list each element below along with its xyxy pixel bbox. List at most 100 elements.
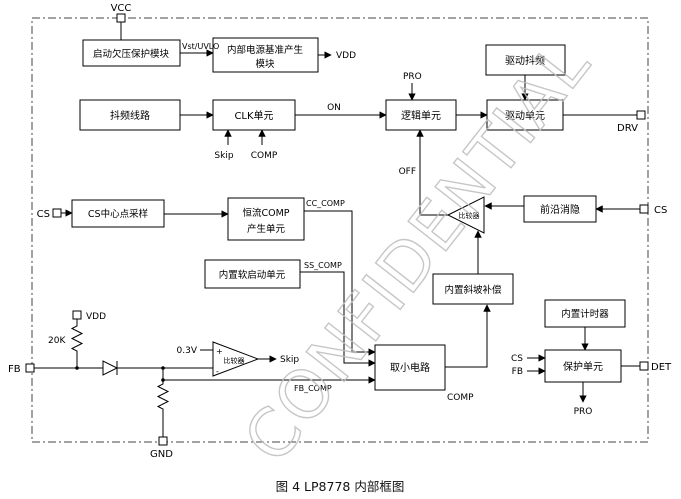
block-drive-box (486, 99, 564, 131)
plus-sign: + (216, 347, 223, 356)
block-leb-label: 前沿消隐 (540, 203, 580, 216)
block-drive-dither-label: 驱动抖频 (505, 54, 545, 67)
vdd-rail-label: VDD (86, 312, 106, 322)
on-label: ON (327, 103, 341, 113)
diode-triangle (102, 360, 119, 376)
r20k-label: 20K (48, 336, 66, 346)
junction-dot (75, 366, 79, 370)
fb-label: FB (8, 364, 21, 375)
wire-cc-comp (304, 210, 376, 356)
block-timer: 内置计时器 (544, 299, 626, 328)
block-cc-comp-gen-box (227, 197, 305, 241)
off-label: OFF (399, 167, 416, 177)
block-soft-start-label: 内置软启动单元 (219, 269, 286, 281)
resistor-20k (70, 319, 84, 368)
block-drive-dither: 驱动抖频 (485, 44, 566, 76)
skip-comparator-triangle (212, 341, 260, 377)
gnd-label: GND (150, 449, 173, 460)
block-cs-sample: CS中心点采样 (71, 199, 165, 228)
terminal-cs-right (639, 204, 649, 214)
block-soft-start: 内置软启动单元 (204, 259, 301, 289)
comp-node-label: COMP (447, 393, 474, 403)
vcc-label: VCC (111, 3, 132, 14)
block-drive-dither-box (485, 44, 566, 76)
block-logic-unit: 逻辑单元 (385, 99, 457, 131)
skip-ref-label: 0.3V (177, 346, 198, 356)
block-slope-box (432, 273, 514, 305)
wire-comp-to-slope (445, 304, 491, 368)
terminal-gnd (158, 436, 168, 446)
terminal-det (639, 361, 649, 371)
block-soft-start-box (204, 259, 301, 289)
block-clk-box (212, 99, 296, 131)
pwm-comparator-label: 比较器 (459, 211, 480, 220)
fb-in-label: FB (512, 367, 523, 377)
block-min-select-box (374, 344, 446, 391)
minus-sign: - (216, 367, 219, 376)
block-leading-edge-blanking: 前沿消隐 (523, 195, 597, 223)
skip-comparator: 比较器 + - (212, 341, 260, 377)
diode (102, 360, 119, 376)
block-protect-unit: 保护单元 (544, 349, 622, 383)
terminal-fb (25, 363, 35, 373)
block-cc-comp-gen-line2: 产生单元 (247, 223, 286, 235)
terminal-vcc (116, 13, 126, 23)
block-min-select: 取小电路 (374, 344, 446, 391)
terminal-cs-left (52, 208, 62, 218)
resistor-fb-divider (156, 368, 170, 437)
terminals (25, 13, 649, 446)
block-cc-comp-gen-line1: 恒流COMP (242, 207, 289, 219)
block-drive-label: 驱动单元 (505, 110, 545, 122)
block-drive-unit: 驱动单元 (486, 99, 564, 131)
figure-caption: 图 4 LP8778 内部框图 (276, 479, 405, 494)
block-slope-label: 内置斜坡补偿 (444, 284, 502, 296)
block-min-select-label: 取小电路 (390, 361, 430, 374)
block-clk-label: CLK单元 (234, 110, 273, 122)
block-uvlo-label: 启动欠压保护模块 (93, 48, 170, 60)
wire-ss-comp (300, 271, 376, 367)
labels: VCC Vst/UVLO VDD PRO ON DRV Skip COMP OF… (8, 3, 672, 460)
block-protect-label: 保护单元 (563, 360, 603, 373)
block-uvlo: 启动欠压保护模块 (82, 39, 181, 67)
wiring (34, 22, 640, 437)
drv-label: DRV (617, 123, 638, 134)
vst-uvlo-label: Vst/UVLO (182, 42, 219, 51)
block-ref-label-line1: 内部电源基准产生 (227, 44, 304, 56)
chip-boundary (31, 17, 649, 443)
cs-right-label: CS (654, 205, 667, 216)
block-dither-line-label: 抖频线路 (110, 109, 150, 122)
block-cc-comp-gen: 恒流COMP 产生单元 (227, 197, 305, 241)
block-internal-reference: 内部电源基准产生 模块 (212, 37, 319, 73)
skip-comparator-label: 比较器 (224, 356, 245, 365)
cs-in-label: CS (511, 354, 523, 364)
comp-fb-label: COMP (251, 151, 278, 161)
cs-left-label: CS (37, 209, 50, 220)
pro-top-label: PRO (403, 72, 422, 82)
junction-dot (161, 378, 165, 382)
block-dither-line-box (79, 99, 181, 131)
block-clk-unit: CLK单元 (212, 99, 296, 131)
block-ref-box (212, 37, 319, 73)
pwm-comparator-triangle (446, 196, 485, 234)
block-logic-box (385, 99, 457, 131)
block-leb-box (523, 195, 597, 223)
block-protect-box (544, 349, 622, 383)
block-logic-label: 逻辑单元 (401, 109, 441, 122)
ss-comp-label: SS_COMP (304, 261, 342, 270)
junction-dot (161, 366, 165, 370)
block-timer-box (544, 299, 626, 328)
block-cs-sample-label: CS中心点采样 (88, 208, 148, 220)
pro-out-label: PRO (574, 407, 593, 417)
confidential-watermark: CONFIDENTIAL (229, 26, 605, 477)
cc-comp-label: CC_COMP (306, 199, 345, 208)
pwm-comparator: 比较器 (446, 196, 485, 234)
vdd-out-label: VDD (336, 51, 356, 61)
terminal-vdd-rail (72, 310, 82, 320)
fb-comp-label: FB_COMP (294, 384, 332, 393)
wire-off (416, 129, 448, 216)
skip-out-label: Skip (280, 355, 299, 365)
block-cs-sample-box (71, 199, 165, 228)
det-label: DET (651, 362, 672, 373)
